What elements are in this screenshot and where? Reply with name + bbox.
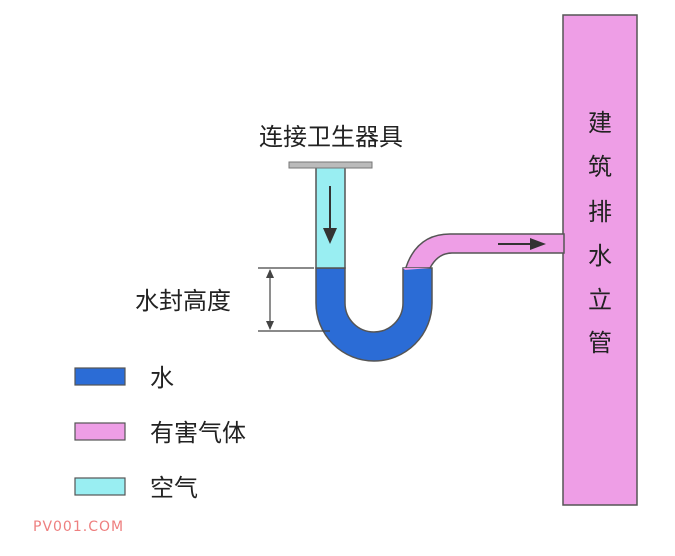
stack-char: 筑 (588, 153, 612, 181)
trap-water (315, 267, 433, 362)
water-seal-dimension (258, 267, 330, 332)
water-seal-height-label: 水封高度 (135, 287, 231, 315)
stack-char: 管 (588, 329, 612, 357)
watermark: PV001.COM (33, 519, 125, 535)
stack-char: 水 (588, 242, 612, 270)
legend-swatch-air (74, 477, 126, 496)
legend-swatch-water (74, 367, 126, 386)
trap-outlet-gas (403, 268, 432, 270)
stack-char: 排 (588, 198, 612, 226)
legend-swatch-harmful-gas (74, 422, 126, 441)
flow-right-arrow (498, 238, 546, 250)
fixture-connection-label: 连接卫生器具 (259, 123, 403, 151)
branch-pipe (403, 233, 565, 271)
stack-char: 建 (588, 109, 612, 137)
legend-label-harmful-gas: 有害气体 (150, 419, 246, 447)
fixture-flange (288, 161, 373, 169)
drain-stack (562, 14, 638, 506)
drain-stack-label: 建 筑 排 水 立 管 (588, 109, 612, 357)
stack-char: 立 (588, 286, 612, 314)
legend-label-water: 水 (150, 364, 174, 392)
legend-label-air: 空气 (150, 474, 198, 502)
legend: 水 有害气体 空气 (74, 364, 246, 502)
flow-down-arrow (323, 186, 337, 244)
